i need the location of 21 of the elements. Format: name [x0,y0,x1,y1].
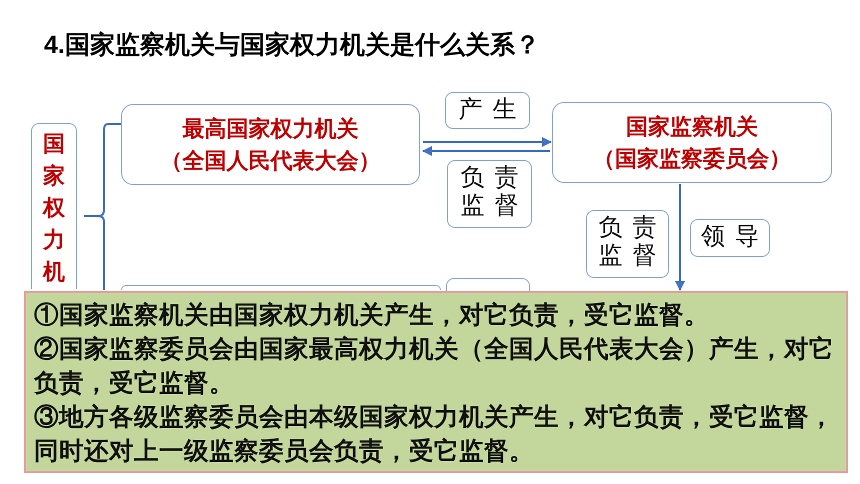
arrow [422,146,550,156]
paragraph: ③地方各级监察委员会由本级国家权力机关产生，对它负责，受它监督，同时还对上一级监察委员会负责，受它监督。 [34,402,835,467]
vertical-text: 国家权力机 [42,130,66,286]
title: 4.国家监察机关与国家权力机关是什么关系？ [44,30,541,61]
edge-label: 负责监督 [447,160,532,228]
paragraph: ①国家监察机关由国家权力机关产生，对它负责，受它监督。 [34,300,710,331]
label-box: 负责监督 [586,210,669,278]
edge-label: 领导 [690,219,770,257]
heading: 最高国家权力机关 [182,115,360,143]
paragraph: ②国家监察委员会由国家最高权力机关（全国人民代表大会）产生，对它负责，受它监督。 [34,334,835,399]
rounded-box [121,104,420,185]
edge-label: 产生 [445,92,530,129]
heading: 国家监察机关 [625,113,759,141]
rounded-box [121,285,441,290]
note-box [24,291,848,473]
subheading: （全国人民代表大会） [160,147,382,175]
rounded-box [552,102,832,183]
subheading: （国家监察委员会） [592,145,792,173]
arrow [675,184,685,291]
vertical-box [31,123,77,289]
arrow [423,137,552,147]
